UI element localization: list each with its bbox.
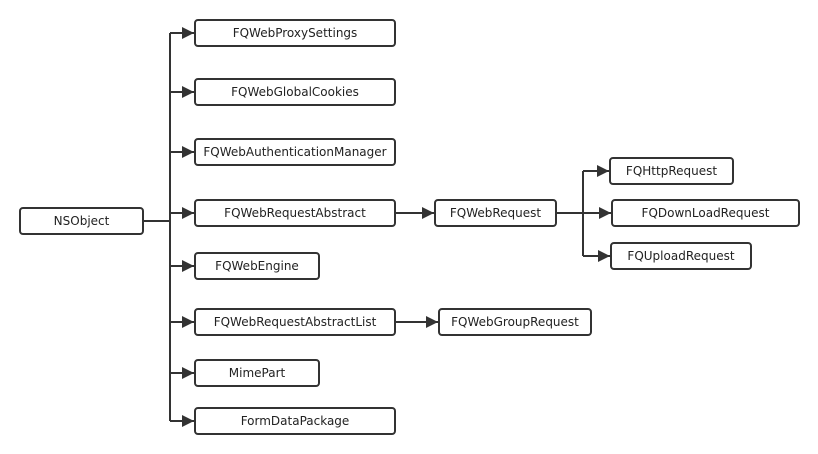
node-label: FormDataPackage [241, 414, 350, 428]
node-fqwebrequest: FQWebRequest [434, 199, 557, 227]
node-fqwebauthenticationmanager: FQWebAuthenticationManager [194, 138, 396, 166]
nodes: NSObject FQWebProxySettings FQWebGlobalC… [19, 19, 800, 435]
node-label: FQDownLoadRequest [642, 206, 770, 220]
node-label: FQWebProxySettings [233, 26, 358, 40]
edges [143, 27, 611, 427]
node-label: MimePart [229, 366, 286, 380]
node-fqwebgrouprequest: FQWebGroupRequest [438, 308, 592, 336]
edge-nsobject-trunk [143, 33, 171, 421]
node-formdatapackage: FormDataPackage [194, 407, 396, 435]
node-fqwebengine: FQWebEngine [194, 252, 320, 280]
node-label: FQWebRequestAbstract [224, 206, 366, 220]
node-label: FQWebEngine [215, 259, 299, 273]
node-fqwebrequestabstractlist: FQWebRequestAbstractList [194, 308, 396, 336]
node-nsobject: NSObject [19, 207, 144, 235]
node-fqdownloadrequest: FQDownLoadRequest [611, 199, 800, 227]
node-fqwebglobalcookies: FQWebGlobalCookies [194, 78, 396, 106]
node-label: FQUploadRequest [627, 249, 734, 263]
edge-webrequest-trunk [556, 171, 584, 256]
node-mimepart: MimePart [194, 359, 320, 387]
node-fquploadrequest: FQUploadRequest [610, 242, 752, 270]
node-label: FQWebGroupRequest [451, 315, 579, 329]
node-label: NSObject [54, 214, 110, 228]
node-fqhttprequest: FQHttpRequest [609, 157, 734, 185]
node-label: FQWebGlobalCookies [231, 85, 359, 99]
node-label: FQWebAuthenticationManager [203, 145, 386, 159]
node-fqwebproxysettings: FQWebProxySettings [194, 19, 396, 47]
node-fqwebrequestabstract: FQWebRequestAbstract [194, 199, 396, 227]
node-label: FQHttpRequest [626, 164, 717, 178]
node-label: FQWebRequestAbstractList [214, 315, 377, 329]
node-label: FQWebRequest [450, 206, 542, 220]
